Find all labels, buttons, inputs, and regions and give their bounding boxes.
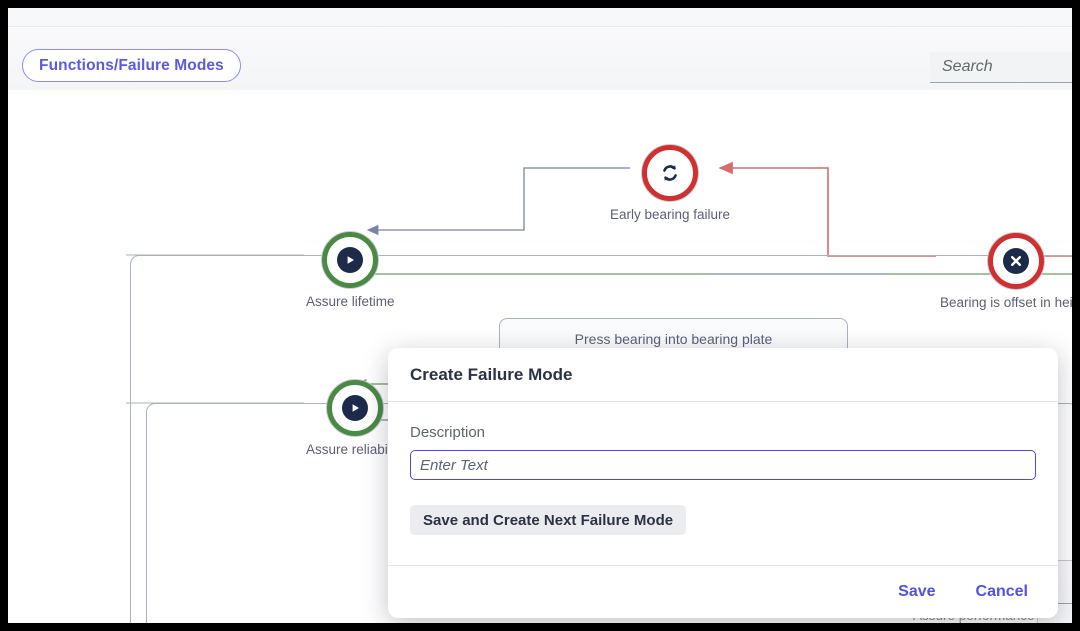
function-ring	[322, 232, 379, 288]
function-ring	[327, 380, 384, 436]
node-early-bearing-failure[interactable]: Early bearing failure	[610, 145, 730, 222]
dialog-body: Description Save and Create Next Failure…	[388, 402, 1058, 565]
node-label: Assure reliability	[306, 442, 405, 457]
dialog-footer: Save Cancel	[388, 565, 1058, 618]
failure-mode-ring	[987, 233, 1044, 289]
save-button[interactable]: Save	[892, 582, 941, 602]
dialog-title: Create Failure Mode	[410, 364, 573, 384]
save-and-create-next-button[interactable]: Save and Create Next Failure Mode	[410, 505, 687, 535]
description-label: Description	[410, 424, 486, 441]
node-label: Assure lifetime	[306, 294, 395, 309]
create-failure-mode-dialog: Create Failure Mode Description Save and…	[388, 348, 1058, 618]
search-field[interactable]	[930, 52, 1072, 83]
dialog-header: Create Failure Mode	[388, 348, 1058, 402]
tab-functions-failure-modes[interactable]: Functions/Failure Modes	[22, 49, 241, 82]
cancel-button[interactable]: Cancel	[970, 582, 1034, 602]
play-icon	[342, 395, 369, 421]
node-label: Press bearing into bearing plate	[574, 331, 773, 347]
tab-label: Functions/Failure Modes	[39, 56, 224, 74]
node-bearing-offset[interactable]: Bearing is offset in height	[940, 233, 1072, 310]
node-label: Bearing is offset in height	[940, 295, 1072, 310]
node-assure-reliability[interactable]: Assure reliability	[306, 380, 404, 457]
header-top-strip	[8, 8, 1072, 27]
function-group-box-outer	[130, 255, 1072, 623]
play-icon	[337, 247, 364, 273]
close-circle-icon	[1002, 248, 1029, 274]
refresh-icon	[657, 160, 683, 186]
search-input[interactable]	[930, 52, 1072, 82]
node-assure-lifetime[interactable]: Assure lifetime	[306, 232, 395, 309]
description-input[interactable]	[410, 450, 1036, 480]
failure-mode-ring	[642, 145, 699, 201]
application-window: Functions/Failure Modes	[8, 8, 1072, 623]
node-label: Early bearing failure	[610, 207, 731, 222]
app-header: Functions/Failure Modes	[8, 8, 1072, 91]
